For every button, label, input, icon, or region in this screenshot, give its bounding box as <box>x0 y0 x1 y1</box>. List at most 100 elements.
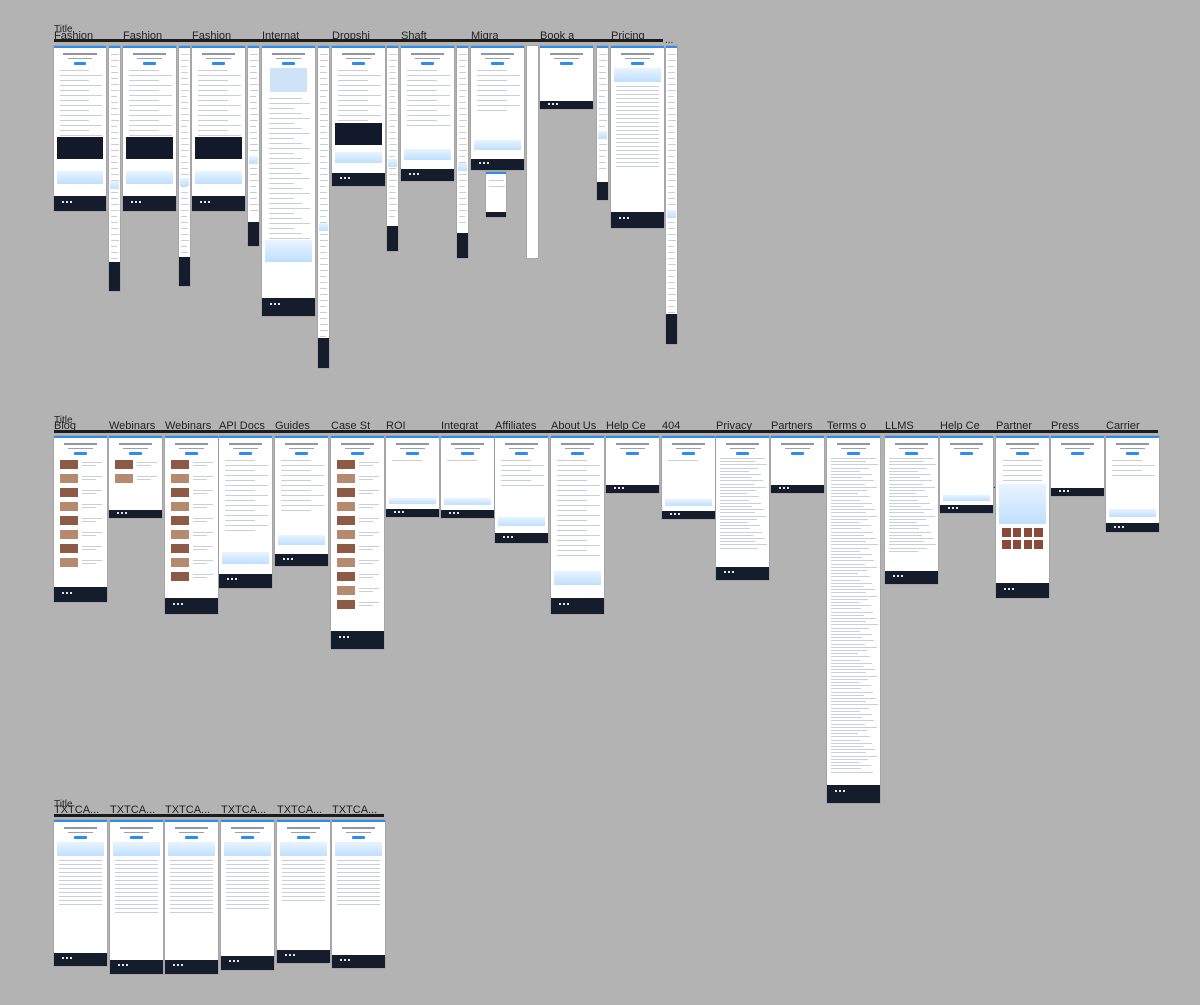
frame-text-line <box>889 483 923 485</box>
design-frame-webinars[interactable] <box>109 436 162 518</box>
frame-blue-band <box>318 223 329 231</box>
design-frame-book-a[interactable] <box>540 46 593 109</box>
frame-label[interactable]: TXTCA... <box>221 805 267 816</box>
design-frame-about-us[interactable] <box>551 436 604 614</box>
frame-text-line <box>557 495 600 496</box>
design-frame-case-st[interactable] <box>331 436 384 649</box>
design-frame-txtca[interactable] <box>165 820 218 974</box>
design-frame-shaft[interactable] <box>401 46 454 181</box>
frame-label[interactable]: LLMS <box>885 421 914 432</box>
design-frame-help-ce[interactable] <box>940 436 993 513</box>
design-frame-roi[interactable] <box>386 436 439 517</box>
frame-label[interactable]: Webinars <box>109 421 156 432</box>
frame-label[interactable]: Partner <box>996 421 1033 432</box>
design-frame-mobile[interactable] <box>109 46 120 291</box>
frame-footer <box>109 510 162 518</box>
design-frame-pricing[interactable] <box>611 46 664 228</box>
design-frame-mobile[interactable] <box>527 46 538 258</box>
frame-label[interactable]: Help Ce <box>606 421 646 432</box>
frame-label[interactable]: TXTCA... <box>110 805 156 816</box>
frame-label[interactable]: TXTCA... <box>277 805 323 816</box>
frame-label[interactable]: Integrat <box>441 421 479 432</box>
design-frame-affiliates[interactable] <box>495 436 548 543</box>
frame-label[interactable]: Dropshi <box>332 31 370 42</box>
frame-hero-heading <box>1005 443 1040 445</box>
frame-text-line <box>198 125 241 126</box>
frame-label[interactable]: Fashion <box>54 31 94 42</box>
frame-thumbnail-image <box>337 502 356 511</box>
frame-text-line <box>889 534 922 536</box>
frame-text-line <box>447 460 477 461</box>
design-frame-fashion[interactable] <box>54 46 106 211</box>
frame-label[interactable]: Privacy <box>716 421 753 432</box>
frame-footer <box>110 960 163 974</box>
frame-label[interactable]: Blog <box>54 421 77 432</box>
design-frame-txtca[interactable] <box>277 820 330 963</box>
frame-label[interactable]: ROI <box>386 421 406 432</box>
design-frame-mobile[interactable] <box>597 46 608 200</box>
frame-label[interactable]: Migration <box>471 31 498 42</box>
design-frame-mobile[interactable] <box>666 46 677 344</box>
design-frame-fashion[interactable] <box>192 46 245 211</box>
frame-label[interactable]: TXTCA... <box>54 805 100 816</box>
design-frame-internat[interactable] <box>262 46 315 316</box>
frame-text-line <box>720 512 755 514</box>
design-frame-terms-o[interactable] <box>827 436 880 803</box>
design-frame-txtca[interactable] <box>221 820 274 970</box>
frame-label[interactable]: TXTCA... <box>165 805 211 816</box>
design-frame-privacy[interactable] <box>716 436 769 580</box>
design-frame-mobile[interactable] <box>387 46 398 251</box>
design-frame-carrier[interactable] <box>1106 436 1159 532</box>
frame-label[interactable]: Shaft <box>401 31 427 42</box>
frame-text-line <box>192 479 208 480</box>
frame-label[interactable]: Terms o <box>827 421 867 432</box>
design-frame-txtca[interactable] <box>332 820 385 968</box>
design-frame-guides[interactable] <box>275 436 328 566</box>
frame-label[interactable]: API Docs <box>219 421 265 432</box>
design-frame-partners[interactable] <box>771 436 824 493</box>
frame-label[interactable]: Help Ce <box>940 421 980 432</box>
frame-label[interactable]: Press <box>1051 421 1080 432</box>
frame-label[interactable]: Fashion <box>192 31 232 42</box>
frame-label[interactable]: 404 <box>662 421 681 432</box>
footer-logo-dot <box>70 200 72 203</box>
design-frame-mobile[interactable] <box>486 172 506 217</box>
design-frame-integrat[interactable] <box>441 436 494 518</box>
design-frame-404[interactable] <box>662 436 715 519</box>
design-frame-txtca[interactable] <box>110 820 163 974</box>
frame-label[interactable]: Fashion <box>123 31 163 42</box>
design-frame-mobile[interactable] <box>248 46 259 246</box>
design-frame-mobile[interactable] <box>318 46 329 368</box>
frame-text-line <box>667 258 676 259</box>
frame-label[interactable]: About Us <box>551 421 597 432</box>
frame-blue-band <box>280 842 327 856</box>
design-frame-partner[interactable] <box>996 436 1049 598</box>
design-frame-dropshi[interactable] <box>332 46 385 186</box>
frame-label[interactable]: Affiliates <box>495 421 537 432</box>
design-frame-webinars[interactable] <box>165 436 218 614</box>
frame-text-line <box>358 563 374 564</box>
design-frame-txtca[interactable] <box>54 820 107 966</box>
design-frame-mobile[interactable] <box>179 46 190 286</box>
frame-label[interactable]: Partners <box>771 421 813 432</box>
frame-label[interactable]: Pricing <box>611 31 645 42</box>
design-frame-api-docs[interactable] <box>219 436 272 588</box>
design-frame-mobile[interactable] <box>457 46 468 258</box>
frame-label[interactable]: TXTCA... <box>332 805 378 816</box>
frame-label[interactable]: Book a <box>540 31 575 42</box>
design-frame-migration[interactable] <box>471 46 524 170</box>
frame-label[interactable]: Guides <box>275 421 310 432</box>
design-frame-blog[interactable] <box>54 436 107 602</box>
frame-label[interactable]: Case St <box>331 421 371 432</box>
frame-label[interactable]: Carrier <box>1106 421 1140 432</box>
frame-label[interactable]: Internat <box>262 31 300 42</box>
design-frame-press[interactable] <box>1051 436 1104 496</box>
frame-text-line <box>180 66 188 67</box>
design-frame-llms[interactable] <box>885 436 938 584</box>
frame-label[interactable]: Webinars <box>165 421 212 432</box>
design-frame-help-ce[interactable] <box>606 436 659 493</box>
frame-thumbnail-image <box>1002 540 1011 549</box>
frame-footer <box>248 222 259 246</box>
design-frame-fashion[interactable] <box>123 46 176 211</box>
